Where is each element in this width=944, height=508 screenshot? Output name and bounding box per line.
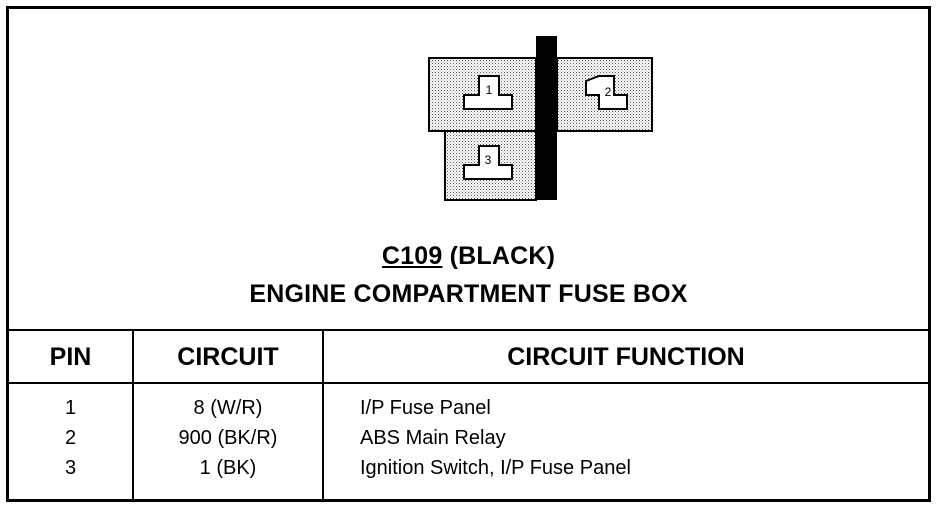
connector-id: C109 <box>381 242 443 270</box>
terminal-2: 2 <box>585 75 628 110</box>
table-header-rule <box>9 382 928 384</box>
circuit-column: 8 (W/R) 900 (BK/R) 1 (BK) <box>134 393 322 483</box>
column-divider-1 <box>132 329 134 499</box>
terminal-1: 1 <box>463 75 513 110</box>
table-row-pin: 1 <box>64 397 77 419</box>
connector-location: ENGINE COMPARTMENT FUSE BOX <box>249 280 688 308</box>
table-row-function: I/P Fuse Panel <box>360 397 491 419</box>
connector-frame: 1 2 3 C109 (BLACK) ENGINE COMPARTMENT FU… <box>6 6 931 502</box>
table-row-function: ABS Main Relay <box>360 427 506 449</box>
table-row-circuit: 1 (BK) <box>199 457 257 479</box>
table-top-rule <box>9 329 928 331</box>
terminal-3: 3 <box>463 145 513 180</box>
connector-color: (BLACK) <box>449 242 556 270</box>
connector-face-svg: 1 2 3 <box>428 36 653 201</box>
table-row-function: Ignition Switch, I/P Fuse Panel <box>360 457 631 479</box>
header-function: CIRCUIT FUNCTION <box>507 343 745 371</box>
table-row-pin: 3 <box>64 457 77 479</box>
table-row-pin: 2 <box>64 427 77 449</box>
table-row-circuit: 900 (BK/R) <box>178 427 278 449</box>
table-row-circuit: 8 (W/R) <box>193 397 263 419</box>
header-pin: PIN <box>49 343 92 371</box>
pin-label-2: 2 <box>605 85 612 99</box>
connector-diagram: 1 2 3 C109 (BLACK) ENGINE COMPARTMENT FU… <box>9 9 928 329</box>
header-circuit: CIRCUIT <box>177 343 279 371</box>
connector-title: C109 (BLACK) <box>9 242 928 271</box>
pin-label-1: 1 <box>486 83 493 97</box>
pin-column: 1 2 3 <box>9 393 132 483</box>
locking-tab <box>536 36 557 200</box>
column-divider-2 <box>322 329 324 499</box>
pin-label-3: 3 <box>485 153 492 167</box>
function-column: I/P Fuse Panel ABS Main Relay Ignition S… <box>360 393 920 483</box>
